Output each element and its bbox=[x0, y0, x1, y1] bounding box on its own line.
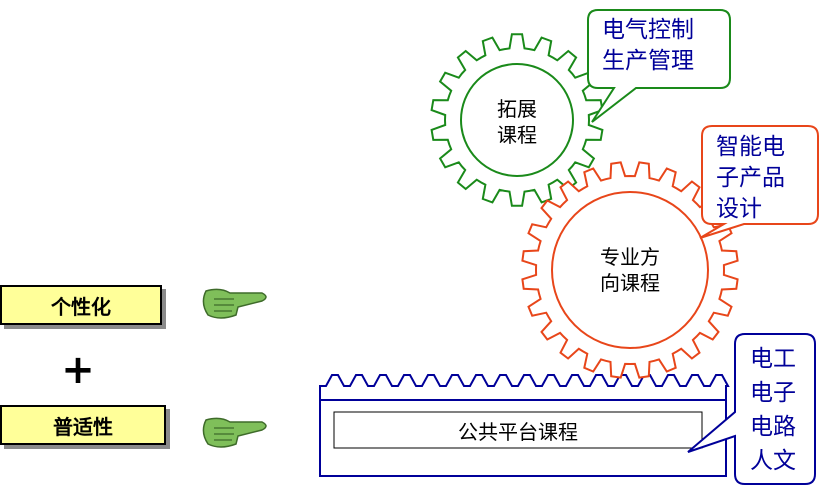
specialty-callout-line: 子产品 bbox=[716, 165, 785, 191]
platform-label: 公共平台课程 bbox=[458, 419, 578, 444]
specialty-callout-text: 智能电 子产品 设计 bbox=[716, 132, 785, 225]
specialty-callout-line: 设计 bbox=[716, 196, 762, 222]
plus-sign: + bbox=[61, 347, 95, 393]
universality-label: 普适性 bbox=[0, 405, 166, 445]
platform-rack bbox=[319, 374, 730, 477]
extension-gear bbox=[430, 33, 604, 207]
specialty-callout-line: 智能电 bbox=[716, 134, 785, 160]
platform-callout-line: 电工 bbox=[750, 346, 796, 372]
platform-callout-line: 人文 bbox=[750, 448, 796, 474]
pointing-hand-icon bbox=[202, 417, 267, 448]
extension-callout-line: 电气控制 bbox=[602, 17, 694, 43]
extension-callout-text: 电气控制 生产管理 bbox=[602, 15, 694, 77]
specialty-gear-label: 专业方 向课程 bbox=[580, 244, 680, 296]
personalization-label: 个性化 bbox=[0, 285, 162, 325]
pointing-hand-icon bbox=[202, 288, 267, 319]
specialty-callout-bubble bbox=[699, 125, 819, 239]
platform-callout-line: 电路 bbox=[750, 414, 796, 440]
platform-callout-text: 电工 电子 电路 人文 bbox=[750, 342, 796, 478]
extension-gear-line1: 拓展 bbox=[497, 97, 537, 121]
extension-gear-label: 拓展 课程 bbox=[477, 96, 557, 148]
extension-callout-bubble bbox=[587, 9, 731, 123]
extension-gear-line2: 课程 bbox=[497, 123, 537, 147]
specialty-gear-line1: 专业方 bbox=[600, 245, 660, 269]
extension-callout-line: 生产管理 bbox=[602, 48, 694, 74]
platform-callout-line: 电子 bbox=[750, 380, 796, 406]
specialty-gear-line2: 向课程 bbox=[600, 271, 660, 295]
specialty-gear bbox=[521, 161, 739, 379]
platform-callout-bubble bbox=[687, 333, 816, 485]
